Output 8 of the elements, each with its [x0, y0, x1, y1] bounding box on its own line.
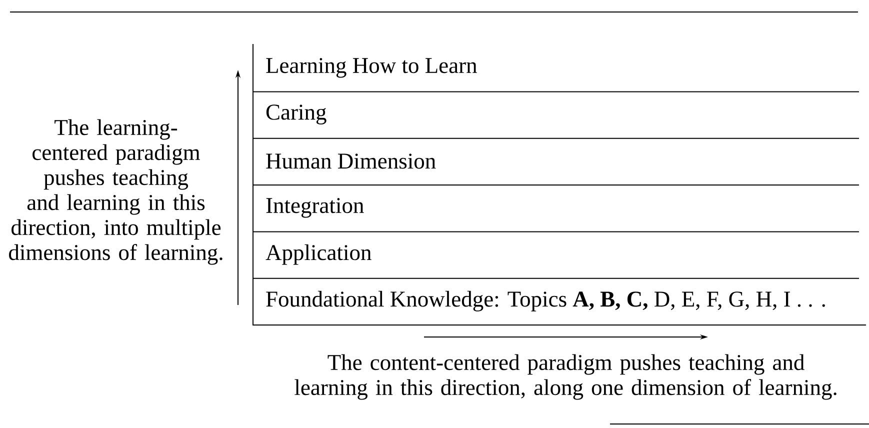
level-band: Integration [252, 184, 860, 232]
level-band: Human Dimension [252, 136, 860, 186]
level-band: Application [252, 230, 860, 279]
note-text: The content-centered paradigm pushes teaching and learning in this direction, along one dimension of learning. [294, 354, 836, 400]
note-text: The learning-centered paradigm pushes teaching and learning in this direction, into multiple dimensions of learning. [9, 119, 222, 265]
level-band: Foundational Knowledge: Topics A, B, C, D, E, F, G, H, I . . . [252, 276, 867, 326]
level-band: Learning How to Learn [252, 44, 860, 92]
level-band: Caring [252, 90, 860, 139]
